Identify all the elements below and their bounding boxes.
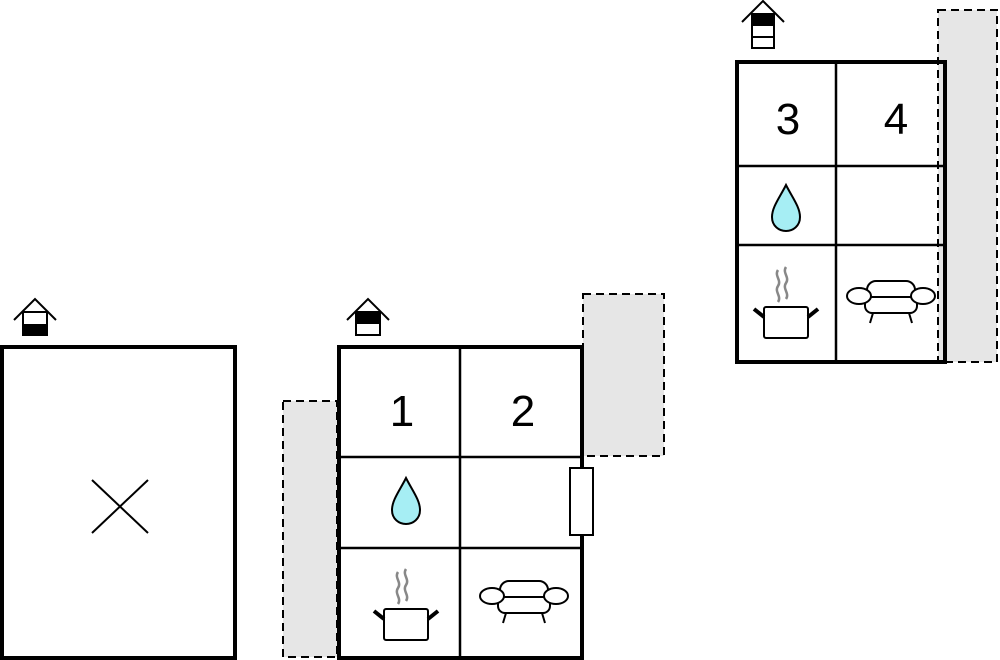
terrace-area xyxy=(282,400,338,658)
sofa-icon xyxy=(479,580,569,624)
room-number: 4 xyxy=(884,95,908,144)
floor-top: 3 4 xyxy=(735,0,998,364)
terrace-area xyxy=(582,293,665,457)
building-outline xyxy=(735,60,947,364)
room-number: 3 xyxy=(776,95,800,144)
water-drop-icon xyxy=(771,184,801,232)
floor-ground xyxy=(0,297,237,660)
building-outline xyxy=(0,345,237,660)
room-number: 2 xyxy=(511,387,535,436)
water-drop-icon xyxy=(391,477,421,525)
floor-level-icon xyxy=(741,0,785,49)
door xyxy=(569,467,594,536)
floor-level-icon xyxy=(13,297,57,336)
cross-icon xyxy=(91,479,149,534)
floor-first: 1 2 xyxy=(282,293,665,660)
floor-level-icon xyxy=(346,297,390,336)
sofa-icon xyxy=(846,280,936,324)
cooking-pot-icon xyxy=(372,567,440,642)
terrace-area xyxy=(937,9,998,363)
room-number: 1 xyxy=(390,387,414,436)
cooking-pot-icon xyxy=(752,265,820,340)
